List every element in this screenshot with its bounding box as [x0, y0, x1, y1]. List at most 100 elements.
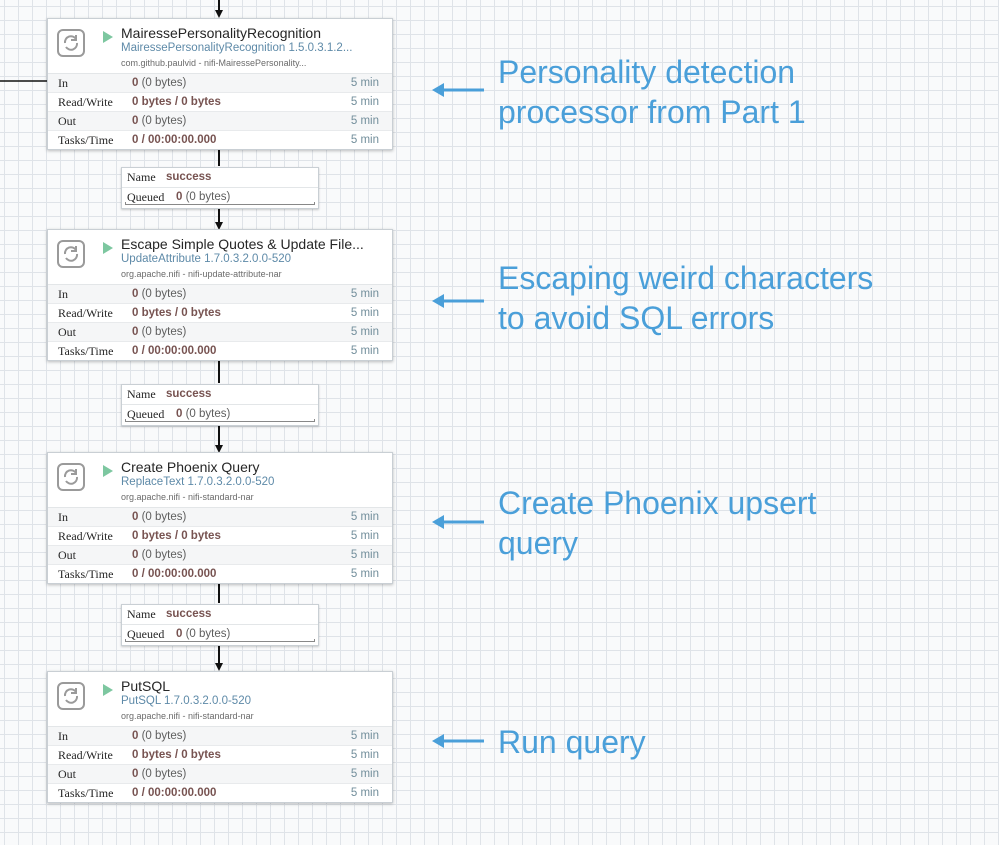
stat-window: 5 min	[350, 530, 379, 542]
connection-name-row: Name success	[122, 605, 318, 624]
processor-bundle: org.apache.nifi - nifi-update-attribute-…	[121, 269, 282, 279]
annotation-line-1: Create Phoenix upsert	[498, 485, 817, 521]
connection-name-row: Name success	[122, 168, 318, 187]
queued-size: (0 bytes)	[182, 408, 231, 420]
stat-value: 0 (0 bytes)	[132, 74, 186, 92]
stat-window: 5 min	[350, 749, 379, 761]
stat-value: 0 / 00:00:00.000	[132, 565, 216, 583]
processor-icon	[57, 463, 85, 491]
queued-size: (0 bytes)	[182, 628, 231, 640]
stat-value: 0 (0 bytes)	[132, 112, 186, 130]
connection-label-success[interactable]: Name success Queued 0 (0 bytes)	[121, 384, 319, 426]
annotation-line-2: to avoid SQL errors	[498, 300, 775, 336]
stat-value-rest: (0 bytes)	[138, 288, 187, 300]
stat-label: Out	[58, 767, 76, 781]
processor-icon	[57, 240, 85, 268]
stat-value: 0 (0 bytes)	[132, 323, 186, 341]
stat-value-rest: (0 bytes)	[138, 730, 187, 742]
processor-stats: In 0 (0 bytes) 5 min Read/Write 0 bytes …	[48, 74, 392, 149]
stat-row-in: In 0 (0 bytes) 5 min	[48, 727, 392, 746]
processor-bundle: org.apache.nifi - nifi-standard-nar	[121, 492, 254, 502]
stat-row-tasks-time: Tasks/Time 0 / 00:00:00.000 5 min	[48, 342, 392, 360]
processor-type: ReplaceText 1.7.0.3.2.0.0-520	[121, 476, 275, 488]
stat-value: 0 (0 bytes)	[132, 285, 186, 303]
stat-label: Out	[58, 114, 76, 128]
left-arrow-icon	[432, 294, 484, 308]
stat-value-bold: 0 bytes / 0 bytes	[132, 307, 221, 319]
processor-name: MairessePersonalityRecognition	[121, 25, 321, 41]
stat-row-in: In 0 (0 bytes) 5 min	[48, 285, 392, 304]
connection-queued-label: Queued	[127, 407, 165, 421]
processor-bundle: com.github.paulvid - nifi-MairessePerson…	[121, 58, 307, 68]
stat-value-rest: (0 bytes)	[138, 768, 187, 780]
stat-window: 5 min	[350, 134, 379, 146]
stat-row-out: Out 0 (0 bytes) 5 min	[48, 546, 392, 565]
processor-header: Escape Simple Quotes & Update File... Up…	[48, 230, 392, 285]
processor-name: PutSQL	[121, 678, 171, 694]
stat-value-rest: (0 bytes)	[138, 326, 187, 338]
stat-label: Out	[58, 325, 76, 339]
queued-count: 0	[176, 408, 183, 420]
stat-value: 0 / 00:00:00.000	[132, 342, 216, 360]
run-icon[interactable]	[103, 242, 113, 254]
left-arrow-icon	[432, 734, 484, 748]
stat-value-bold: 0 / 00:00:00.000	[132, 787, 217, 799]
stat-value: 0 bytes / 0 bytes	[132, 93, 221, 111]
processor-icon	[57, 29, 85, 57]
stat-window: 5 min	[350, 768, 379, 780]
stat-row-tasks-time: Tasks/Time 0 / 00:00:00.000 5 min	[48, 131, 392, 149]
stat-value: 0 bytes / 0 bytes	[132, 746, 221, 764]
stat-value: 0 / 00:00:00.000	[132, 784, 216, 802]
stat-window: 5 min	[350, 77, 379, 89]
stat-value: 0 bytes / 0 bytes	[132, 304, 221, 322]
stat-label: In	[58, 287, 68, 301]
stat-window: 5 min	[350, 568, 379, 580]
stat-value-bold: 0	[132, 511, 139, 523]
stat-label: Read/Write	[58, 529, 113, 543]
stat-window: 5 min	[350, 115, 379, 127]
processor-mairesse-personality-recognition[interactable]: MairessePersonalityRecognition MairesseP…	[47, 18, 393, 150]
connection-relationship: success	[166, 171, 212, 183]
annotation-line-2: query	[498, 525, 579, 561]
stat-value-bold: 0	[132, 326, 139, 338]
stat-window: 5 min	[350, 307, 379, 319]
connection-queued-value: 0 (0 bytes)	[176, 405, 230, 424]
stat-row-in: In 0 (0 bytes) 5 min	[48, 508, 392, 527]
connection-queued-row: Queued 0 (0 bytes)	[122, 624, 318, 644]
stat-value-bold: 0 / 00:00:00.000	[132, 345, 217, 357]
run-icon[interactable]	[103, 684, 113, 696]
connection-queued-row: Queued 0 (0 bytes)	[122, 187, 318, 207]
queue-backpressure-bar	[125, 639, 315, 642]
stat-value: 0 (0 bytes)	[132, 546, 186, 564]
left-arrow-icon	[432, 83, 484, 97]
stat-label: In	[58, 729, 68, 743]
processor-putsql[interactable]: PutSQL PutSQL 1.7.0.3.2.0.0-520 org.apac…	[47, 671, 393, 803]
connection-queued-label: Queued	[127, 627, 165, 641]
stat-value-rest: (0 bytes)	[138, 77, 187, 89]
stat-window: 5 min	[350, 288, 379, 300]
stat-value: 0 (0 bytes)	[132, 727, 186, 745]
processor-escape-simple-quotes[interactable]: Escape Simple Quotes & Update File... Up…	[47, 229, 393, 361]
queue-backpressure-bar	[125, 419, 315, 422]
stat-value: 0 (0 bytes)	[132, 765, 186, 783]
stat-row-tasks-time: Tasks/Time 0 / 00:00:00.000 5 min	[48, 784, 392, 802]
stat-value-bold: 0	[132, 730, 139, 742]
queued-count: 0	[176, 628, 183, 640]
stat-value-bold: 0 bytes / 0 bytes	[132, 530, 221, 542]
stat-value-bold: 0	[132, 768, 139, 780]
processor-header: Create Phoenix Query ReplaceText 1.7.0.3…	[48, 453, 392, 508]
connection-label-success[interactable]: Name success Queued 0 (0 bytes)	[121, 604, 319, 646]
annotation-line-1: Escaping weird characters	[498, 260, 874, 296]
processor-stats: In 0 (0 bytes) 5 min Read/Write 0 bytes …	[48, 508, 392, 583]
processor-create-phoenix-query[interactable]: Create Phoenix Query ReplaceText 1.7.0.3…	[47, 452, 393, 584]
stat-row-out: Out 0 (0 bytes) 5 min	[48, 112, 392, 131]
stat-row-in: In 0 (0 bytes) 5 min	[48, 74, 392, 93]
connection-label-success[interactable]: Name success Queued 0 (0 bytes)	[121, 167, 319, 209]
run-icon[interactable]	[103, 465, 113, 477]
stat-window: 5 min	[350, 326, 379, 338]
left-arrow-icon	[432, 515, 484, 529]
run-icon[interactable]	[103, 31, 113, 43]
stat-label: Tasks/Time	[58, 344, 114, 358]
queued-count: 0	[176, 191, 183, 203]
stat-value-bold: 0	[132, 288, 139, 300]
